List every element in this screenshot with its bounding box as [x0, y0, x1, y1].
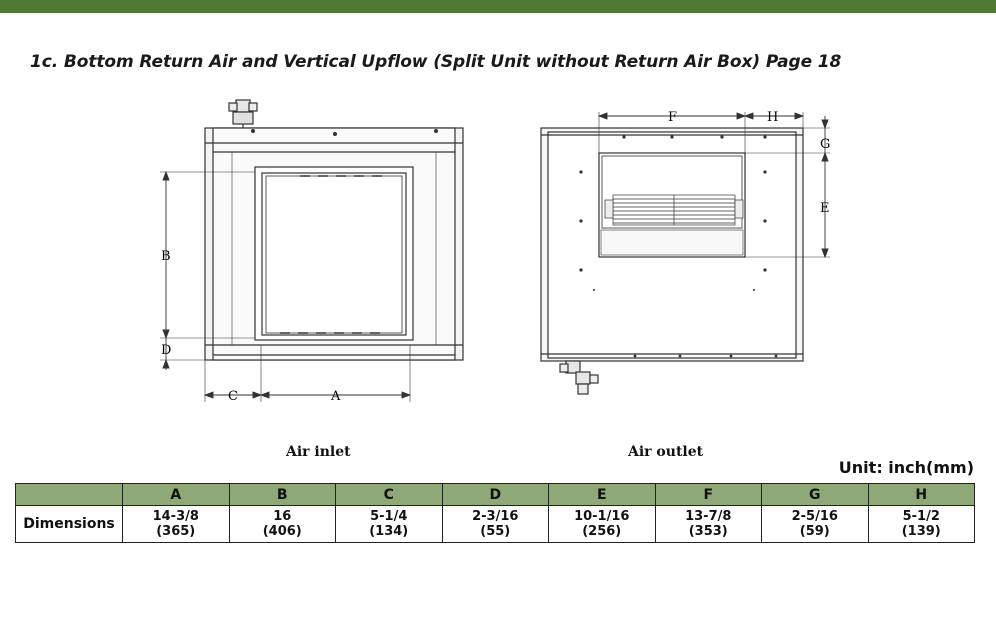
page-title: 1c. Bottom Return Air and Vertical Upflo… — [30, 52, 842, 72]
dim-label-b: B — [161, 249, 171, 264]
inlet-dimension-lines — [160, 170, 412, 402]
cell-b-mm: (406) — [262, 524, 302, 539]
col-header-h: H — [867, 483, 975, 506]
cell-c-mm: (134) — [369, 524, 409, 539]
col-header-b: B — [228, 483, 336, 506]
outlet-dimension-lines — [597, 112, 830, 259]
air-outlet-caption: Air outlet — [628, 444, 704, 460]
cell-c: 5-1/4(134) — [335, 505, 443, 543]
dimension-drawing: B D C A — [160, 99, 830, 404]
cell-b: 16(406) — [228, 505, 336, 543]
dim-label-g: G — [820, 137, 830, 152]
cell-f-inch: 13-7/8 — [685, 509, 732, 524]
cell-d-mm: (55) — [480, 524, 511, 539]
cell-e-mm: (256) — [582, 524, 622, 539]
dimensions-table: A B C D E F G H Dimensions 14-3/8(365) 1… — [15, 483, 975, 543]
cell-a: 14-3/8(365) — [122, 505, 230, 543]
cell-c-inch: 5-1/4 — [370, 509, 408, 524]
col-header-f: F — [654, 483, 762, 506]
dim-label-f: F — [668, 110, 677, 125]
dim-label-d: D — [161, 343, 171, 358]
cell-d-inch: 2-3/16 — [472, 509, 519, 524]
cell-g-inch: 2-5/16 — [791, 509, 838, 524]
cell-b-inch: 16 — [273, 509, 292, 524]
col-header-d: D — [441, 483, 549, 506]
cell-g: 2-5/16(59) — [761, 505, 869, 543]
col-header-g: G — [761, 483, 869, 506]
col-header-e: E — [548, 483, 656, 506]
dim-label-e: E — [820, 201, 830, 216]
dim-label-c: C — [228, 389, 238, 404]
cell-a-inch: 14-3/8 — [152, 509, 199, 524]
cell-h: 5-1/2(139) — [867, 505, 975, 543]
air-outlet-diagram — [540, 127, 804, 395]
cell-f: 13-7/8(353) — [654, 505, 762, 543]
table-header-row: A B C D E F G H — [15, 483, 975, 506]
cell-d: 2-3/16(55) — [441, 505, 549, 543]
table-corner-cell — [15, 483, 123, 506]
air-inlet-caption: Air inlet — [286, 444, 351, 460]
cell-e-inch: 10-1/16 — [574, 509, 630, 524]
cell-f-mm: (353) — [688, 524, 728, 539]
cell-e: 10-1/16(256) — [548, 505, 656, 543]
unit-label: Unit: inch(mm) — [838, 458, 974, 477]
dim-label-a: A — [330, 389, 341, 404]
dim-label-h: H — [767, 110, 778, 125]
cell-g-mm: (59) — [799, 524, 830, 539]
air-inlet-diagram — [204, 99, 464, 361]
col-header-a: A — [122, 483, 230, 506]
cell-h-mm: (139) — [901, 524, 941, 539]
row-header-dimensions: Dimensions — [15, 505, 123, 543]
cell-h-inch: 5-1/2 — [902, 509, 940, 524]
top-accent-bar — [0, 0, 996, 13]
cell-a-mm: (365) — [156, 524, 196, 539]
table-row: Dimensions 14-3/8(365) 16(406) 5-1/4(134… — [15, 505, 975, 543]
col-header-c: C — [335, 483, 443, 506]
